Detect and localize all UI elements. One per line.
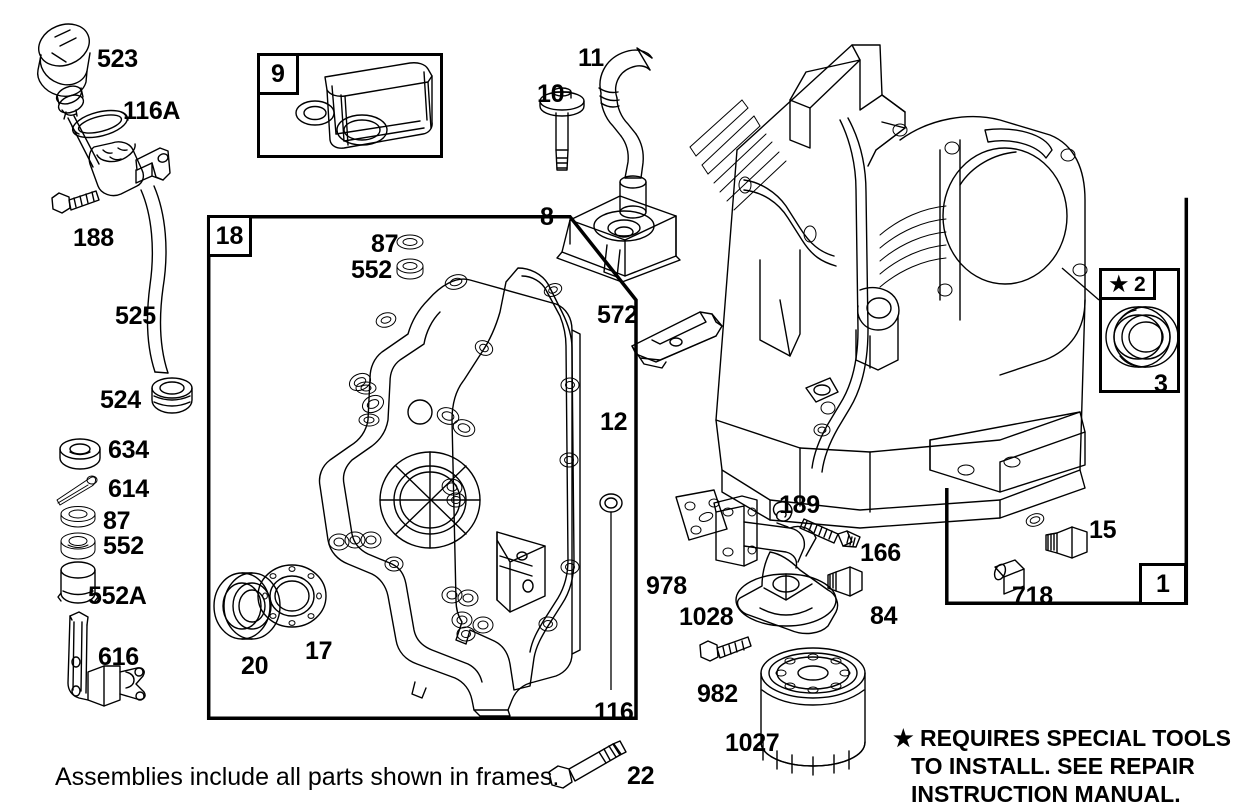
callout-189: 189 xyxy=(779,491,820,519)
part-634-washer xyxy=(59,438,101,470)
callout-12: 12 xyxy=(600,408,628,436)
part-524-grommet xyxy=(151,377,193,414)
frame-9-border xyxy=(257,53,443,158)
part-10-breather-screw xyxy=(539,87,585,171)
part-552-bushing-inframe xyxy=(396,258,424,280)
callout-572: 572 xyxy=(597,301,638,329)
part-523-dipstick-rod xyxy=(67,115,100,168)
part-116-gasket xyxy=(446,267,580,691)
part-616-governor-crank xyxy=(67,611,146,707)
part-17-oil-seal xyxy=(257,564,327,628)
part-552-bushing xyxy=(60,532,96,560)
callout-10: 10 xyxy=(537,80,565,108)
callout-3: 3 xyxy=(1154,370,1168,398)
frame-2-tag: ★ 2 xyxy=(1099,268,1156,300)
part-22-hex-bolt xyxy=(548,740,627,789)
frame-18-tag: 18 xyxy=(207,215,252,257)
part-188-screw xyxy=(51,190,100,214)
part-552A-bushing xyxy=(57,561,99,604)
callout-1027: 1027 xyxy=(725,729,780,757)
callout-634: 634 xyxy=(108,436,149,464)
part-9-large-seal xyxy=(336,114,388,146)
callout-166: 166 xyxy=(860,539,901,567)
callout-552-frame18: 552 xyxy=(351,256,392,284)
part-572-clamp xyxy=(631,311,723,369)
callout-20: 20 xyxy=(241,652,269,680)
part-84-pipe-plug xyxy=(827,566,863,597)
callout-22: 22 xyxy=(627,762,655,790)
callout-525: 525 xyxy=(115,302,156,330)
callout-524: 524 xyxy=(100,386,141,414)
part-982-screw xyxy=(699,636,752,662)
part-9-small-seal xyxy=(295,100,335,126)
callout-17: 17 xyxy=(305,637,333,665)
callout-11: 11 xyxy=(578,44,604,72)
note-special-tools-line2: TO INSTALL. SEE REPAIR xyxy=(911,753,1195,780)
callout-552A: 552A xyxy=(88,582,147,610)
leader-frame-2 xyxy=(1061,267,1100,301)
part-1027-oil-filter xyxy=(760,647,866,776)
callout-15: 15 xyxy=(1089,516,1117,544)
part-3-oil-seal-framed xyxy=(1105,306,1179,368)
part-718-dowel-pin xyxy=(993,559,1025,595)
callout-87-frame18: 87 xyxy=(371,230,399,258)
frame-9-tag: 9 xyxy=(257,53,299,95)
note-special-tools-line3: INSTRUCTION MANUAL. xyxy=(911,781,1181,807)
callout-616: 616 xyxy=(98,643,139,671)
part-9-gasket-ring xyxy=(324,62,433,149)
part-166-stud xyxy=(799,518,861,548)
note-special-tools-line1: ★ REQUIRES SPECIAL TOOLS xyxy=(893,725,1231,751)
part-116-detail-eyelet xyxy=(599,493,623,513)
callout-116A: 116A xyxy=(123,97,181,125)
part-8-breather-assembly xyxy=(556,175,681,283)
callout-552-left: 552 xyxy=(103,532,144,560)
part-189-retaining-ring xyxy=(772,501,793,528)
callout-84: 84 xyxy=(870,602,898,630)
callout-523: 523 xyxy=(97,45,138,73)
callout-8: 8 xyxy=(540,203,554,231)
part-20-ball-bearing xyxy=(213,572,281,640)
part-523-oil-fill-cap xyxy=(37,23,91,120)
part-11-breather-tube xyxy=(598,47,653,179)
part-1-cylinder-block xyxy=(689,44,1088,529)
callout-188: 188 xyxy=(73,224,114,252)
callout-982: 982 xyxy=(697,680,738,708)
part-1028-oil-pump xyxy=(713,495,839,635)
part-15-drain-plug xyxy=(1045,526,1088,559)
part-116A-o-ring xyxy=(71,109,129,139)
part-978-pump-plate xyxy=(675,489,728,541)
callout-87-left: 87 xyxy=(103,507,131,535)
callout-978: 978 xyxy=(646,572,687,600)
part-614-cotter-pin xyxy=(56,475,98,506)
note-assemblies: Assemblies include all parts shown in fr… xyxy=(55,763,560,791)
callout-718: 718 xyxy=(1012,582,1053,610)
note-special-tools: ★ REQUIRES SPECIAL TOOLS TO INSTALL. SEE… xyxy=(893,724,1231,807)
part-87-washer-inframe xyxy=(396,234,424,250)
callout-116: 116 xyxy=(594,698,634,726)
part-525-dipstick-tube xyxy=(140,185,169,374)
part-12-crankcase-cover xyxy=(318,274,581,717)
frame-1-tag: 1 xyxy=(1139,563,1187,605)
callout-614: 614 xyxy=(108,475,149,503)
part-87-washer xyxy=(60,506,96,528)
part-525-tube-head xyxy=(88,141,171,197)
callout-1028: 1028 xyxy=(679,603,734,631)
